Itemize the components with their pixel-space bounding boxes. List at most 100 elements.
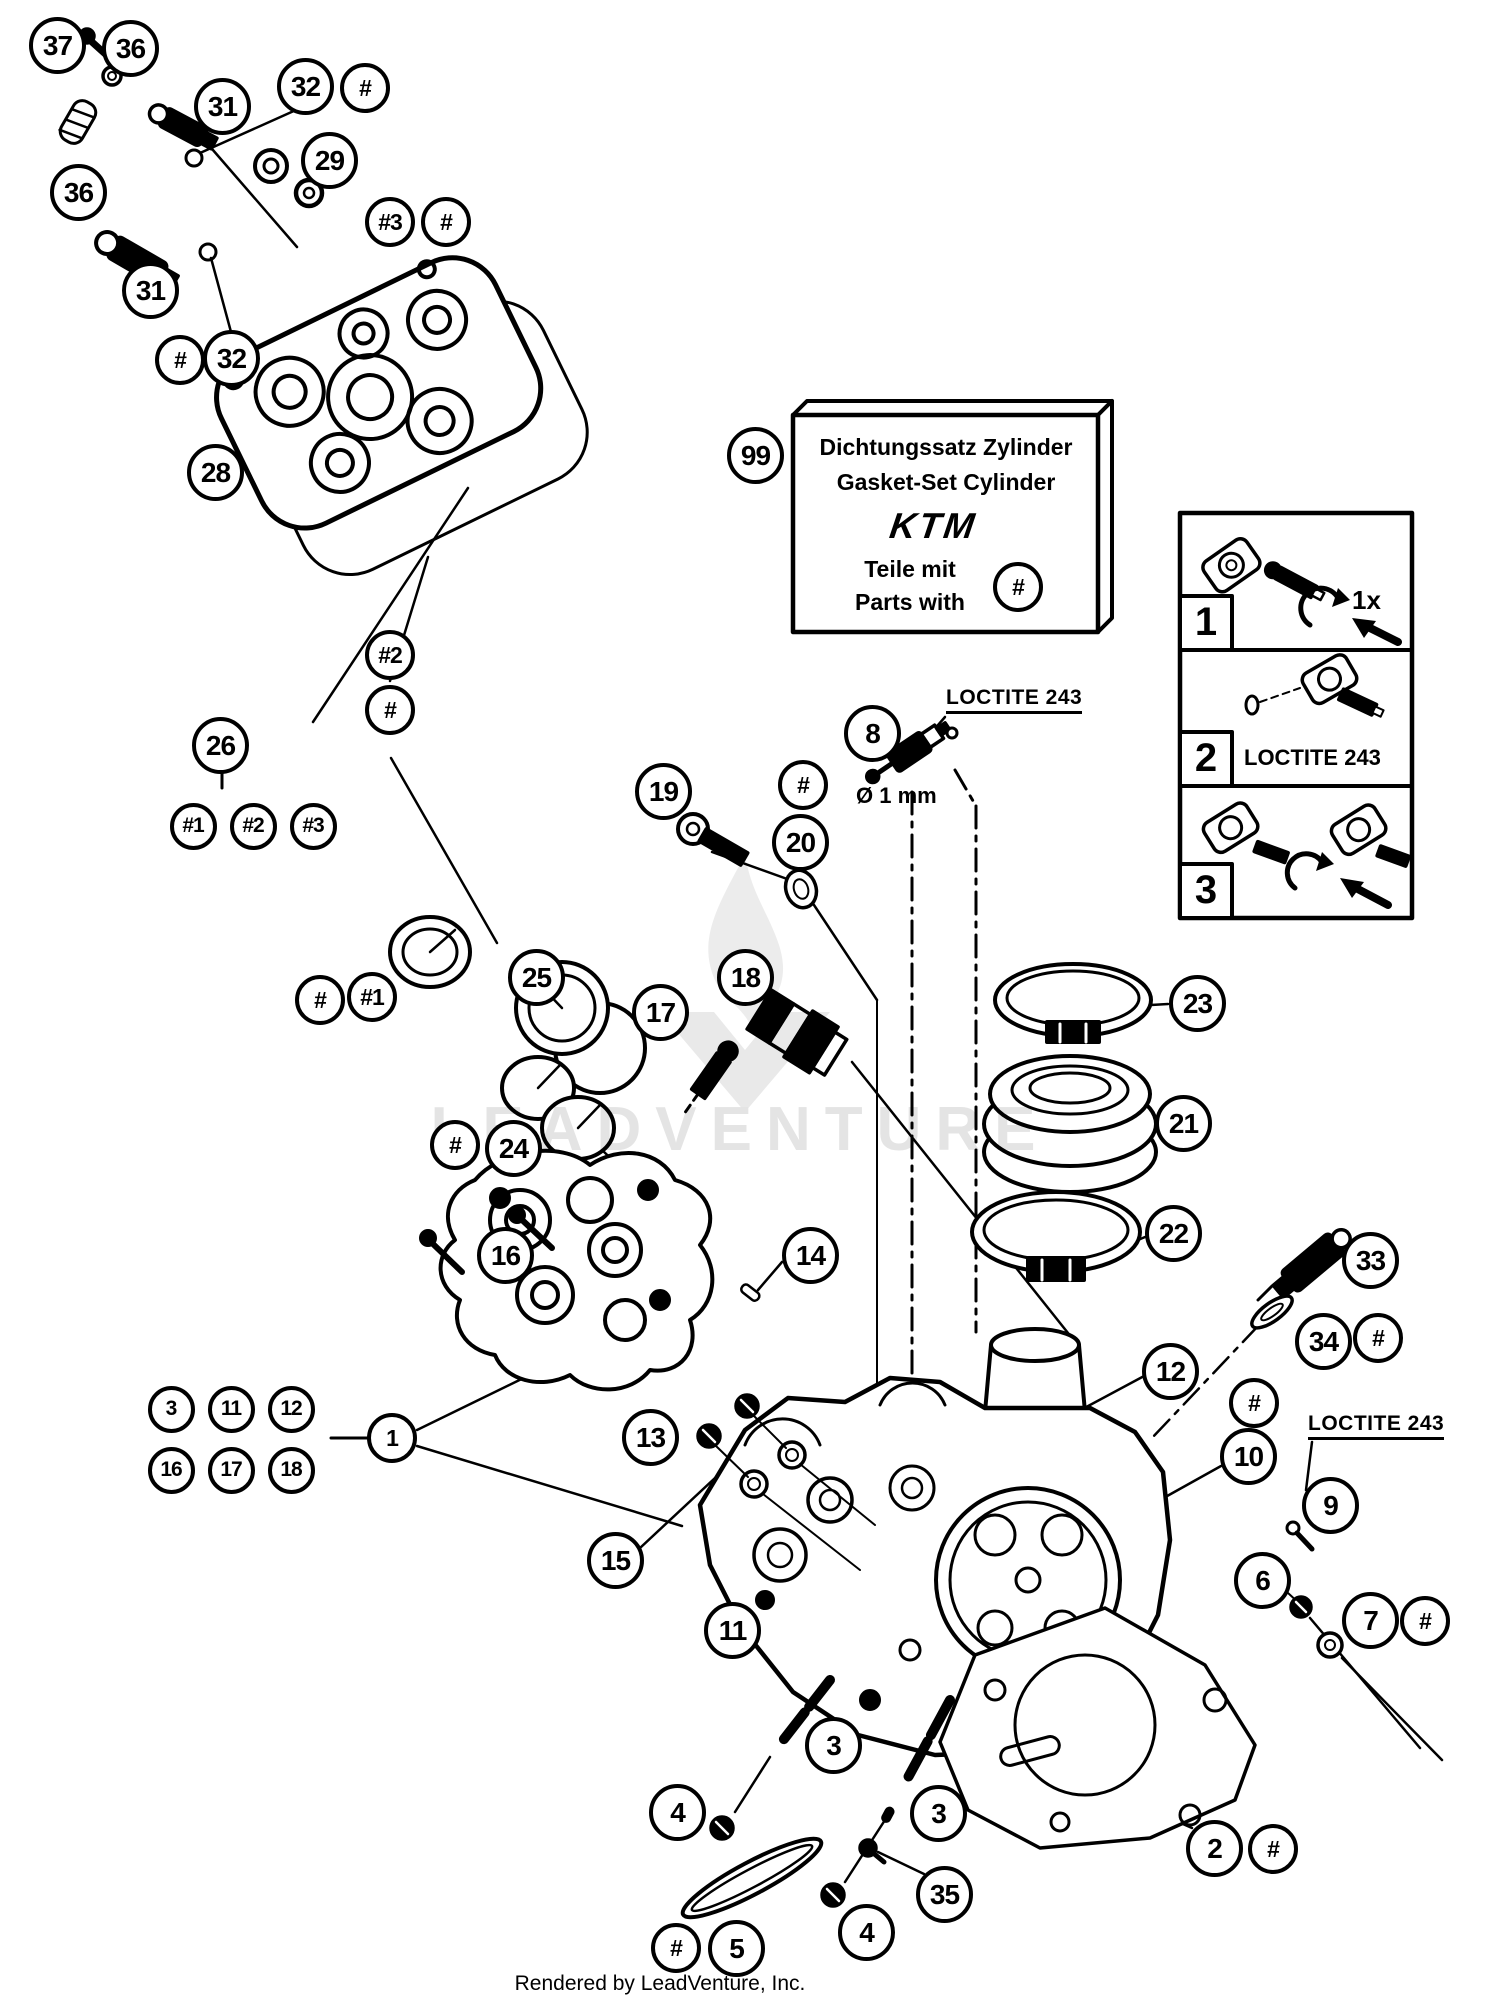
callout-hash[interactable]: # bbox=[1400, 1596, 1450, 1646]
legend-item-16[interactable]: 16 bbox=[147, 1446, 195, 1494]
callout-6[interactable]: 6 bbox=[1234, 1552, 1291, 1609]
callout-hash2[interactable]: #2 bbox=[365, 630, 415, 680]
callout-25[interactable]: 25 bbox=[508, 949, 565, 1006]
legend-item-18[interactable]: 18 bbox=[267, 1446, 315, 1494]
gasket-box-title-de: Dichtungssatz Zylinder bbox=[819, 434, 1073, 460]
callout-15[interactable]: 15 bbox=[587, 1532, 644, 1589]
legend-item-11[interactable]: 11 bbox=[207, 1385, 255, 1433]
legend-item-3[interactable]: 3 bbox=[147, 1385, 195, 1433]
gasket-box-note-de: Teile mit bbox=[864, 556, 956, 582]
callout-17[interactable]: 17 bbox=[632, 984, 689, 1041]
side-hardware-drawing bbox=[1285, 1520, 1344, 1659]
diameter-note: Ø 1 mm bbox=[856, 783, 937, 808]
valve-cover-drawing bbox=[214, 255, 589, 577]
cam-bridge-drawing bbox=[419, 1148, 761, 1392]
callout-31[interactable]: 31 bbox=[122, 262, 179, 319]
stud-hardware-drawing bbox=[680, 1675, 955, 1920]
callout-22[interactable]: 22 bbox=[1145, 1205, 1202, 1262]
panel-step-3: 3 bbox=[1194, 868, 1218, 912]
callout-hash3[interactable]: #3 bbox=[365, 197, 415, 247]
callout-3[interactable]: 3 bbox=[805, 1717, 862, 1774]
nut-washer-drawing bbox=[696, 1393, 876, 1571]
callout-hash[interactable]: # bbox=[430, 1120, 480, 1170]
callout-8[interactable]: 8 bbox=[844, 705, 901, 762]
callout-37[interactable]: 37 bbox=[29, 17, 86, 74]
callout-hash[interactable]: # bbox=[1353, 1313, 1403, 1363]
callout-20[interactable]: 20 bbox=[772, 814, 829, 871]
callout-31[interactable]: 31 bbox=[194, 78, 251, 135]
callout-32[interactable]: 32 bbox=[203, 330, 260, 387]
legend-item-hash3[interactable]: #3 bbox=[289, 802, 337, 850]
callout-4[interactable]: 4 bbox=[649, 1784, 706, 1841]
callout-13[interactable]: 13 bbox=[622, 1409, 679, 1466]
callout-2[interactable]: 2 bbox=[1186, 1820, 1243, 1877]
spark-plug-drawing bbox=[864, 721, 959, 785]
callout-12[interactable]: 12 bbox=[1142, 1343, 1199, 1400]
callout-23[interactable]: 23 bbox=[1169, 975, 1226, 1032]
callout-hash[interactable]: # bbox=[295, 975, 345, 1025]
callout-hash[interactable]: # bbox=[993, 562, 1043, 612]
callout-29[interactable]: 29 bbox=[301, 132, 358, 189]
callout-36[interactable]: 36 bbox=[50, 164, 107, 221]
callout-19[interactable]: 19 bbox=[635, 763, 692, 820]
legend-item-hash2[interactable]: #2 bbox=[229, 802, 277, 850]
callout-hash[interactable]: # bbox=[651, 1923, 701, 1973]
callout-18[interactable]: 18 bbox=[717, 949, 774, 1006]
legend-item-hash1[interactable]: #1 bbox=[169, 802, 217, 850]
head-gasket-drawing bbox=[938, 1606, 1257, 1850]
callout-hash[interactable]: # bbox=[778, 760, 828, 810]
callout-9[interactable]: 9 bbox=[1302, 1477, 1359, 1534]
callout-7[interactable]: 7 bbox=[1342, 1592, 1399, 1649]
callout-26[interactable]: 26 bbox=[192, 717, 249, 774]
panel-step-2: 2 bbox=[1194, 736, 1218, 780]
callout-16[interactable]: 16 bbox=[477, 1227, 534, 1284]
gasket-box-note-en: Parts with bbox=[855, 589, 965, 615]
callout-35[interactable]: 35 bbox=[916, 1866, 973, 1923]
legend-item-17[interactable]: 17 bbox=[207, 1446, 255, 1494]
callout-32[interactable]: 32 bbox=[277, 58, 334, 115]
callout-33[interactable]: 33 bbox=[1342, 1232, 1399, 1289]
instruction-panel-drawing bbox=[1177, 510, 1415, 921]
callout-36[interactable]: 36 bbox=[102, 20, 159, 77]
callout-hash[interactable]: # bbox=[365, 685, 415, 735]
panel-step-1: 1 bbox=[1194, 600, 1218, 644]
callout-1[interactable]: 1 bbox=[367, 1413, 417, 1463]
callout-99[interactable]: 99 bbox=[727, 427, 784, 484]
loctite-label-right: LOCTITE 243 bbox=[1308, 1412, 1445, 1440]
legend-item-12[interactable]: 12 bbox=[267, 1385, 315, 1433]
callout-3[interactable]: 3 bbox=[910, 1785, 967, 1842]
callout-28[interactable]: 28 bbox=[187, 444, 244, 501]
gasket-box-title-en: Gasket-Set Cylinder bbox=[836, 469, 1056, 495]
panel-loctite-note: LOCTITE 243 bbox=[1244, 745, 1381, 770]
callout-hash[interactable]: # bbox=[1229, 1378, 1279, 1428]
ktm-logo: KTM bbox=[887, 505, 980, 546]
callout-11[interactable]: 11 bbox=[704, 1602, 761, 1659]
callout-4[interactable]: 4 bbox=[838, 1904, 895, 1961]
callout-hash[interactable]: # bbox=[155, 335, 205, 385]
sensor-drawing bbox=[1250, 1227, 1352, 1330]
callout-14[interactable]: 14 bbox=[782, 1227, 839, 1284]
callout-hash[interactable]: # bbox=[421, 197, 471, 247]
intake-stack-drawing bbox=[970, 962, 1158, 1282]
seal-kit-items: #1#2#3 bbox=[169, 802, 337, 850]
panel-1x-note: 1x bbox=[1352, 585, 1381, 615]
loctite-label-top: LOCTITE 243 bbox=[946, 686, 1083, 714]
callout-34[interactable]: 34 bbox=[1295, 1313, 1352, 1370]
callout-hash1[interactable]: #1 bbox=[347, 972, 397, 1022]
callout-hash[interactable]: # bbox=[340, 63, 390, 113]
seal-kit-legend-box: #1#2#3 bbox=[158, 788, 348, 864]
callout-21[interactable]: 21 bbox=[1155, 1095, 1212, 1152]
callout-5[interactable]: 5 bbox=[708, 1920, 765, 1977]
valve-seal-drawing bbox=[388, 915, 647, 1161]
footer-credit: Rendered by LeadVenture, Inc. bbox=[514, 1972, 806, 1995]
tappet-drawing bbox=[680, 988, 849, 1119]
callout-hash[interactable]: # bbox=[1248, 1824, 1298, 1874]
callout-10[interactable]: 10 bbox=[1220, 1428, 1277, 1485]
callout-24[interactable]: 24 bbox=[485, 1120, 542, 1177]
gasket-kit-box-drawing bbox=[790, 399, 1114, 635]
